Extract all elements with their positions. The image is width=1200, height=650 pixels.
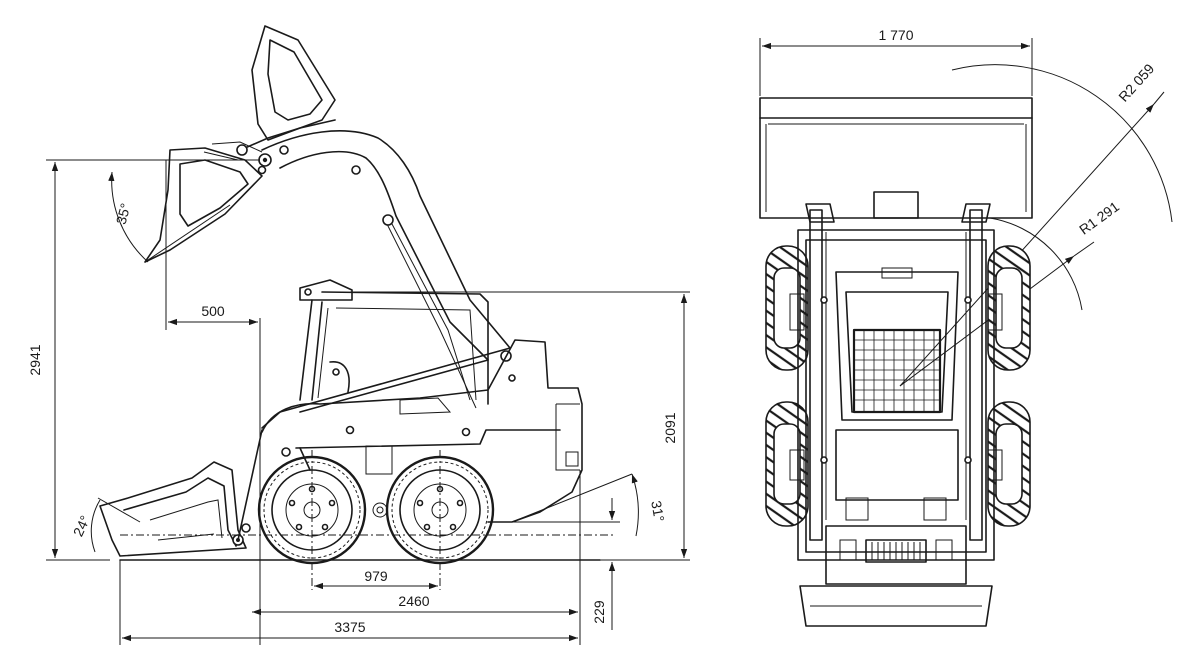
dim-label-overall-length: 3375 <box>334 619 365 635</box>
front-view-body <box>789 209 1003 627</box>
dim-label-cab-height: 2091 <box>662 412 678 443</box>
dim-overall-length: 3375 <box>119 560 578 645</box>
dim-label-wheelbase: 979 <box>364 568 388 584</box>
dim-reach: 500 <box>165 255 261 645</box>
dim-bucket-width: 1 770 <box>759 27 1033 96</box>
lift-arm <box>261 130 516 429</box>
rear-front-wheels <box>257 455 495 565</box>
angle-rollback: 24° <box>70 497 141 553</box>
dim-length-no-bucket: 2460 <box>252 470 581 645</box>
angle-label-dump: 35° <box>113 201 134 226</box>
dim-overall-height: 2941 <box>27 159 260 561</box>
dim-ground-clearance: 229 <box>490 498 620 630</box>
angle-dump: 35° <box>108 160 231 263</box>
dim-cab-height: 2091 <box>350 291 690 561</box>
dim-wheelbase: 979 <box>314 568 438 590</box>
angle-label-rollback: 24° <box>70 513 93 539</box>
side-view: 2941 2091 500 979 2460 <box>27 25 690 645</box>
angle-departure: 31° <box>511 473 668 537</box>
top-bucket <box>759 97 1033 223</box>
raised-bucket <box>144 25 336 263</box>
body <box>261 339 583 523</box>
cab <box>299 279 489 415</box>
dim-label-ground-clearance: 229 <box>591 600 607 624</box>
dim-label-overall-height: 2941 <box>27 344 43 375</box>
front-view: 1 770 R2 059 R1 291 <box>759 27 1173 627</box>
roof-grille <box>852 328 942 414</box>
angle-label-departure: 31° <box>648 499 667 523</box>
dim-label-inner-radius: R1 291 <box>1076 198 1122 238</box>
dim-label-length-no-bucket: 2460 <box>398 593 429 609</box>
dim-label-outer-radius: R2 059 <box>1115 60 1157 104</box>
lowered-bucket <box>99 429 263 557</box>
dim-label-bucket-width: 1 770 <box>878 27 913 43</box>
dim-label-reach: 500 <box>201 303 225 319</box>
